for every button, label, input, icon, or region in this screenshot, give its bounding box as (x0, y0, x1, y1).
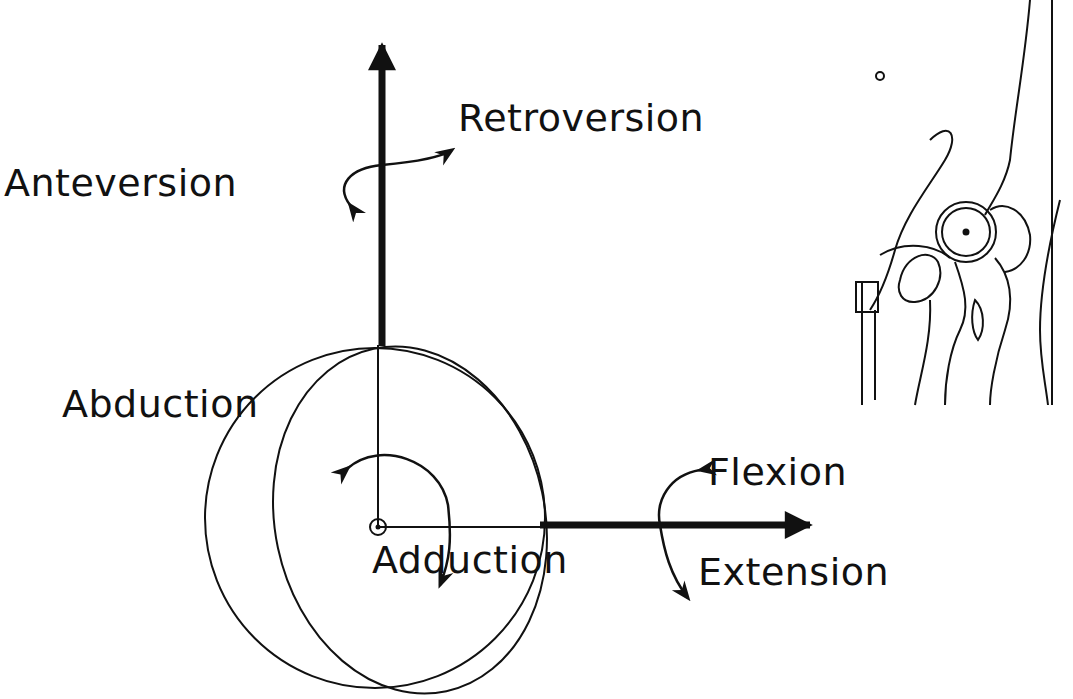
motion-label: Adduction (372, 540, 568, 582)
rotation-arrow (344, 150, 452, 205)
center-dot (376, 525, 381, 530)
axis-line (377, 345, 379, 527)
rotation-arrow (659, 470, 700, 598)
label-slot: Abduction (62, 384, 259, 426)
vertical-axis (379, 45, 386, 346)
motion-label: Abduction (62, 384, 259, 426)
axis-line (378, 526, 540, 528)
label-slot: Extension (698, 552, 889, 594)
motion-label: Anteversion (4, 163, 237, 205)
center-mark (370, 519, 386, 535)
motion-label: Retroversion (458, 98, 704, 140)
label-slot: Anteversion (4, 163, 237, 205)
tilted-rim (242, 321, 579, 699)
hip-sketch (856, 0, 1060, 405)
motion-label: Extension (698, 552, 889, 594)
label-slot: Adduction (372, 540, 568, 582)
label-slot: Retroversion (458, 98, 704, 140)
horizontal-axis (540, 522, 810, 529)
label-slot: Flexion (708, 452, 847, 494)
motion-label: Flexion (708, 452, 847, 494)
